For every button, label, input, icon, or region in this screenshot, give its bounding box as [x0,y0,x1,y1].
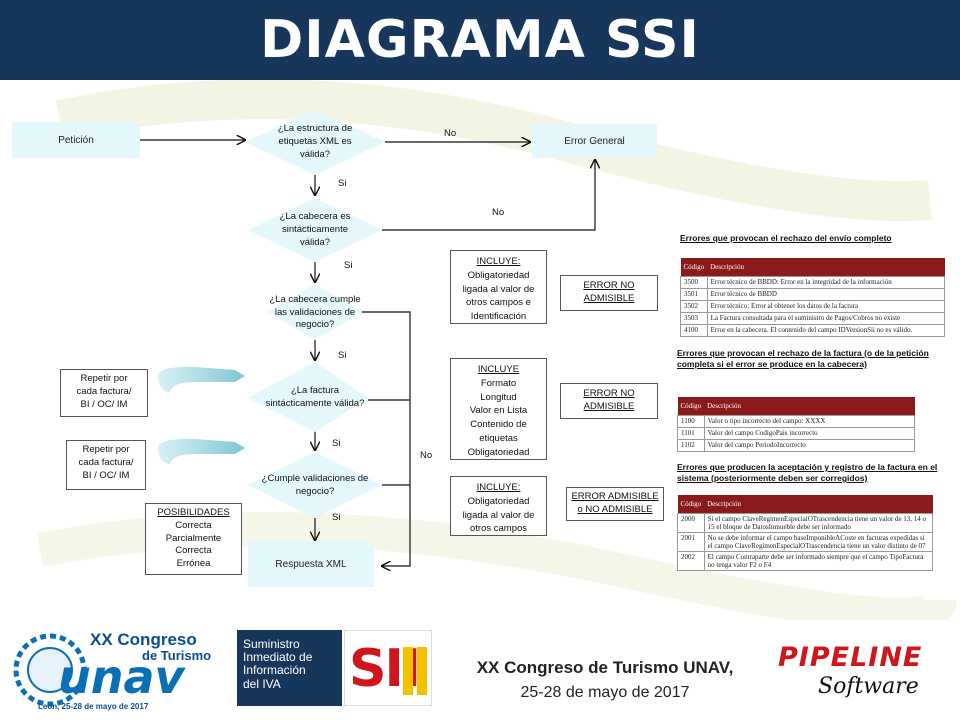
decision-diamond [248,362,368,432]
unav-de-turismo: de Turismo [142,648,212,663]
header-bar: DIAGRAMA SSI [0,0,960,80]
incluye-box-2: INCLUYE Formato Longitud Valor en Lista … [450,358,547,460]
decision-diamond [248,452,382,518]
label-si-3: Si [338,350,347,361]
unav-wordmark: unav [58,650,185,704]
sii-yellow-bar [403,647,413,695]
label-no-1: No [444,128,457,139]
label-si-1: Si [338,178,347,189]
error-general-box: Error General [532,124,657,158]
pipeline-logo: PIPELINE Software [770,642,950,708]
page-title: DIAGRAMA SSI [260,10,700,70]
posibilidades-box: POSIBILIDADES Correcta Parcialmente Corr… [145,503,242,575]
pipeline-software: Software [818,674,919,699]
pipeline-wordmark: PIPELINE [778,642,923,673]
peticion-box: Petición [12,122,140,158]
footer-congress-line: XX Congreso de Turismo UNAV, [476,658,734,677]
table2-title: Errores que provocan el rechazo de la fa… [677,348,929,370]
table1-title: Errores que provocan el rechazo del enví… [680,233,892,243]
respuesta-xml-box: Respuesta XML [248,541,374,587]
unav-date: León, 25-28 de mayo de 2017 [38,702,149,711]
loop-arrows [157,366,245,464]
sii-text-box: Suministro Inmediato de Información del … [237,630,342,706]
decision-diamond [268,284,362,340]
sii-yellow-bar [417,647,427,695]
decision-diamond [245,110,385,175]
sii-logo: SII [344,630,432,706]
decision-diamond [248,198,382,262]
unav-logo: XX Congreso de Turismo unav León, 25-28 … [8,628,223,716]
label-si-5: Si [332,512,341,523]
label-si-2: Si [344,260,353,271]
incluye-box-1: INCLUYE: Obligatoriedad ligada al valor … [450,250,547,324]
label-no-2: No [492,207,505,218]
label-si-4: Si [332,438,341,449]
unav-xx-congreso: XX Congreso [90,630,197,649]
table3-title: Errores que producen la aceptación y reg… [677,462,938,484]
footer-date-line: 25-28 de mayo de 2017 [520,684,690,701]
label-no-3: No [420,450,433,461]
incluye-box-3: INCLUYE: Obligatoriedad ligada al valor … [450,476,547,536]
unav-swirl-icon [13,633,87,707]
